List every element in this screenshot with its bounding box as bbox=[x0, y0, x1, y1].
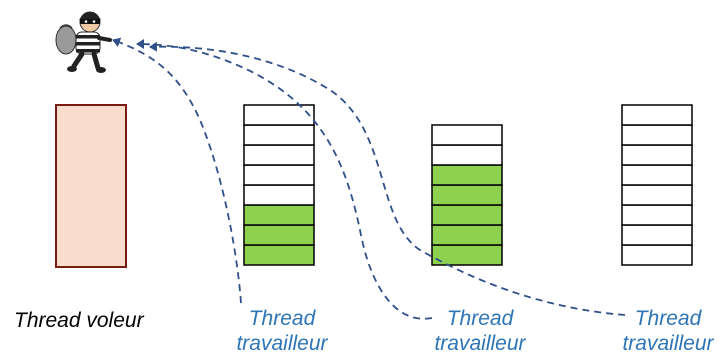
thief-thread-label: Thread voleur bbox=[14, 309, 144, 332]
queue-slot-empty bbox=[621, 104, 693, 126]
queue-slot-empty bbox=[621, 164, 693, 186]
queue-slot-filled bbox=[431, 244, 503, 266]
worker-queue-3 bbox=[621, 104, 693, 266]
steal-arrow-1 bbox=[112, 37, 242, 304]
queue-slot-empty bbox=[431, 124, 503, 146]
worker-label-2: Thread travailleur bbox=[425, 306, 535, 356]
queue-slot-filled bbox=[431, 224, 503, 246]
queue-slot-filled bbox=[431, 184, 503, 206]
worker-label-1: Thread travailleur bbox=[227, 306, 337, 356]
queue-slot-empty bbox=[621, 184, 693, 206]
queue-slot-filled bbox=[243, 244, 315, 266]
worker-label-2-line1: Thread bbox=[446, 307, 514, 330]
queue-slot-empty bbox=[243, 144, 315, 166]
queue-slot-filled bbox=[431, 164, 503, 186]
queue-slot-empty bbox=[621, 244, 693, 266]
queue-slot-empty bbox=[621, 144, 693, 166]
worker-label-3-line2: travailleur bbox=[622, 332, 714, 355]
thief-thread-box bbox=[55, 104, 127, 268]
queue-slot-empty bbox=[621, 204, 693, 226]
queue-slot-empty bbox=[243, 124, 315, 146]
worker-queue-2 bbox=[431, 124, 503, 266]
worker-label-3: Thread travailleur bbox=[613, 306, 723, 356]
queue-slot-empty bbox=[243, 164, 315, 186]
steal-arrow-3 bbox=[149, 41, 626, 316]
queue-slot-filled bbox=[243, 204, 315, 226]
queue-slot-empty bbox=[243, 104, 315, 126]
queue-slot-empty bbox=[431, 144, 503, 166]
worker-label-1-line1: Thread bbox=[248, 307, 316, 330]
queue-slot-filled bbox=[431, 204, 503, 226]
queue-slot-empty bbox=[621, 124, 693, 146]
burglar-icon bbox=[55, 11, 112, 73]
worker-label-3-line1: Thread bbox=[634, 307, 702, 330]
queue-slot-empty bbox=[621, 224, 693, 246]
worker-queue-1 bbox=[243, 104, 315, 266]
steal-arrows bbox=[112, 37, 626, 320]
worker-label-1-line2: travailleur bbox=[236, 332, 328, 355]
worker-label-2-line2: travailleur bbox=[434, 332, 526, 355]
queue-slot-empty bbox=[243, 184, 315, 206]
queue-slot-filled bbox=[243, 224, 315, 246]
